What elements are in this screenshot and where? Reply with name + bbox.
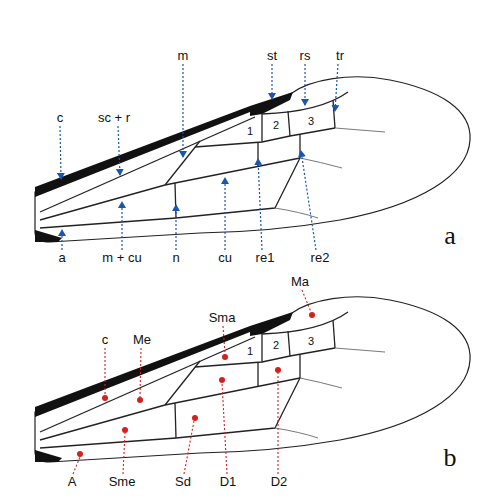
cell-label: Me bbox=[133, 333, 151, 347]
cell-number: 2 bbox=[273, 339, 279, 351]
wing-outline bbox=[35, 297, 470, 462]
vein-arrows bbox=[60, 64, 338, 250]
cell-number: 1 bbox=[247, 345, 253, 357]
cell-number: 2 bbox=[273, 119, 279, 131]
cell-label: c bbox=[102, 333, 109, 347]
cell-label: A bbox=[68, 475, 77, 489]
cell-label: Sma bbox=[209, 311, 236, 325]
wing-outline bbox=[35, 77, 470, 242]
vein-label: a bbox=[58, 251, 65, 265]
vein-label: rs bbox=[300, 49, 311, 63]
cell-dots bbox=[77, 312, 315, 457]
cell-label: Sd bbox=[175, 475, 191, 489]
cell-label: D1 bbox=[220, 475, 237, 489]
cell-label: Sme bbox=[109, 475, 136, 489]
cell-number: 1 bbox=[247, 125, 253, 137]
cell-label: D2 bbox=[271, 475, 288, 489]
vein-label: m bbox=[178, 49, 189, 63]
vein-label: sc + r bbox=[98, 111, 130, 125]
vein-label: st bbox=[267, 49, 277, 63]
cell-leaders bbox=[73, 290, 311, 474]
cell-number: 3 bbox=[308, 335, 314, 347]
cell-number: 3 bbox=[308, 115, 314, 127]
vein-label: cu bbox=[218, 251, 232, 265]
vein-label: re1 bbox=[256, 251, 275, 265]
cell-label: Ma bbox=[291, 275, 309, 289]
vein-label: re2 bbox=[311, 251, 330, 265]
vein-label: tr bbox=[336, 49, 344, 63]
panel-letter: b bbox=[444, 444, 457, 473]
panel-letter: a bbox=[444, 222, 456, 251]
vein-label: m + cu bbox=[102, 251, 141, 265]
vein-label: n bbox=[172, 251, 179, 265]
vein-label: c bbox=[57, 111, 64, 125]
